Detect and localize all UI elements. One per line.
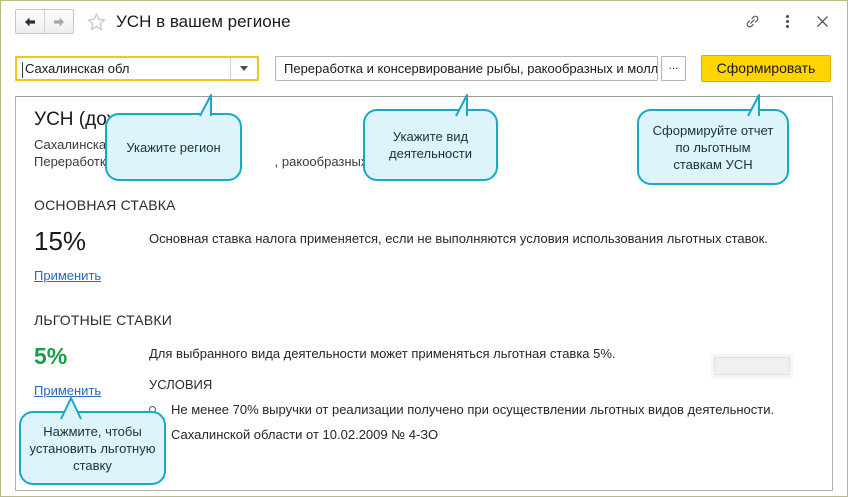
star-outline-icon [87,12,106,30]
condition-text: Не менее 70% выручки от реализации получ… [171,402,775,417]
arrow-right-icon [54,17,64,26]
conditions-list: Не менее 70% выручки от реализации получ… [149,401,814,419]
main-rate-value: 15% [34,226,87,256]
main-rate-column: 15% Применить [34,227,149,285]
law-reference-row: Сахалинской области от 10.02.2009 № 4-ЗО [149,426,814,444]
law-reference-text: Сахалинской области от 10.02.2009 № 4-ЗО [171,427,439,442]
main-rate-row: 15% Применить Основная ставка налога при… [34,227,814,285]
command-bar: Сахалинская обл Переработка и консервиро… [1,42,847,94]
more-vertical-icon [785,15,789,18]
more-menu-button[interactable] [778,13,796,31]
callout-generate: Сформируйте отчет по льготным ставкам УС… [637,109,789,185]
main-rate-apply-link[interactable]: Применить [34,268,102,283]
benefit-rate-row: 5% Применить Для выбранного вида деятель… [34,342,814,451]
callout-apply-text: Нажмите, чтобы установить льготную ставк… [29,423,156,473]
region-select-value: Сахалинская обл [25,60,130,76]
callout-generate-text: Сформируйте отчет по льготным ставкам УС… [652,122,774,172]
faded-button-placeholder [711,354,793,378]
window-actions [743,13,837,31]
link-button[interactable] [743,13,761,31]
activity-callout-tail [455,94,468,117]
benefit-rate-description: Для выбранного вида деятельности может п… [149,346,616,361]
more-vertical-icon [785,25,789,28]
forward-button[interactable] [44,10,73,33]
report-content: УСН (дох Сахалинская Переработка , ракоо… [16,97,832,451]
close-button[interactable] [813,13,831,31]
arrow-left-icon [25,17,35,26]
callout-region-text: Укажите регион [126,139,221,155]
region-dropdown-button[interactable] [230,57,257,79]
generate-button[interactable]: Сформировать [701,54,831,82]
report-subtitle-region: Сахалинская [34,137,114,152]
main-rate-description: Основная ставка налога применяется, если… [149,231,768,246]
region-callout-tail [199,94,212,117]
callout-activity: Укажите вид деятельности [363,109,498,181]
generate-callout-tail [747,94,760,117]
close-icon [816,16,828,27]
link-icon [746,15,758,28]
benefit-rate-apply-link[interactable]: Применить [34,383,102,398]
benefit-rate-value: 5% [34,343,68,369]
report-title: УСН (дох [34,109,117,130]
region-select[interactable]: Сахалинская обл [15,55,259,81]
title-bar: УСН в вашем регионе [1,1,847,42]
benefit-rate-heading: ЛЬГОТНЫЕ СТАВКИ [34,312,172,328]
benefit-rate-column: 5% Применить [34,342,149,400]
back-button[interactable] [16,10,44,33]
page-title: УСН в вашем регионе [116,11,291,31]
report-subtitle-activity-left: Переработка [34,154,114,169]
navigation-buttons [15,9,74,34]
apply-callout-tail [60,397,82,420]
chevron-down-icon [240,65,248,71]
callout-activity-text: Укажите вид деятельности [389,129,472,161]
conditions-heading: УСЛОВИЯ [149,377,213,392]
main-rate-heading: ОСНОВНАЯ СТАВКА [34,197,176,213]
text-caret [22,61,23,78]
more-vertical-icon [785,20,789,23]
activity-input[interactable]: Переработка и консервирование рыбы, рако… [275,55,658,81]
callout-apply: Нажмите, чтобы установить льготную ставк… [19,411,166,485]
activity-input-value: Переработка и консервирование рыбы, рако… [284,60,657,76]
favorite-button[interactable] [86,12,107,32]
callout-region: Укажите регион [105,113,242,181]
activity-picker-button[interactable]: ... [661,55,686,81]
condition-item: Не менее 70% выручки от реализации получ… [149,401,814,419]
